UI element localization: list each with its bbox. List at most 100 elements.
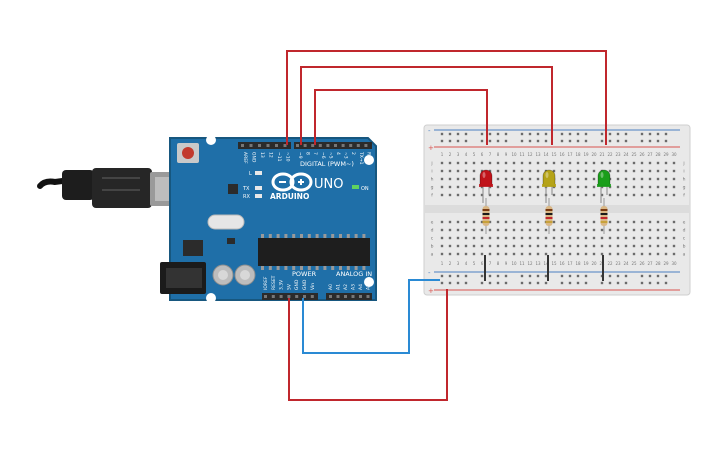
terminal-hole[interactable] [440, 169, 444, 173]
rail-hole[interactable] [616, 139, 620, 143]
terminal-hole[interactable] [616, 244, 620, 248]
terminal-hole[interactable] [616, 177, 620, 181]
rail-hole[interactable] [640, 274, 644, 278]
rail-hole[interactable] [648, 139, 652, 143]
terminal-hole[interactable] [480, 169, 484, 173]
terminal-hole[interactable] [672, 228, 676, 232]
terminal-hole[interactable] [496, 228, 500, 232]
power-pin[interactable] [310, 295, 314, 298]
terminal-hole[interactable] [584, 252, 588, 256]
digital-pin[interactable] [318, 144, 322, 147]
terminal-hole[interactable] [456, 193, 460, 197]
terminal-hole[interactable] [592, 161, 596, 165]
terminal-hole[interactable] [464, 169, 468, 173]
terminal-hole[interactable] [568, 177, 572, 181]
terminal-hole[interactable] [464, 220, 468, 224]
terminal-hole[interactable] [672, 236, 676, 240]
terminal-hole[interactable] [576, 193, 580, 197]
terminal-hole[interactable] [592, 193, 596, 197]
digital-pin[interactable] [266, 144, 270, 147]
terminal-hole[interactable] [480, 193, 484, 197]
terminal-hole[interactable] [512, 193, 516, 197]
terminal-hole[interactable] [440, 220, 444, 224]
terminal-hole[interactable] [584, 228, 588, 232]
terminal-hole[interactable] [640, 244, 644, 248]
terminal-hole[interactable] [576, 244, 580, 248]
rail-hole[interactable] [480, 132, 484, 136]
terminal-hole[interactable] [448, 252, 452, 256]
rail-hole[interactable] [536, 139, 540, 143]
rail-hole[interactable] [448, 281, 452, 285]
terminal-hole[interactable] [512, 244, 516, 248]
power-pin[interactable] [271, 295, 275, 298]
terminal-hole[interactable] [632, 161, 636, 165]
terminal-hole[interactable] [568, 244, 572, 248]
terminal-hole[interactable] [552, 252, 556, 256]
terminal-hole[interactable] [592, 244, 596, 248]
rail-hole[interactable] [600, 281, 604, 285]
rail-hole[interactable] [520, 281, 524, 285]
terminal-hole[interactable] [656, 177, 660, 181]
terminal-hole[interactable] [648, 161, 652, 165]
terminal-hole[interactable] [656, 185, 660, 189]
terminal-hole[interactable] [528, 236, 532, 240]
rail-hole[interactable] [624, 274, 628, 278]
terminal-hole[interactable] [520, 185, 524, 189]
terminal-hole[interactable] [552, 236, 556, 240]
terminal-hole[interactable] [512, 228, 516, 232]
terminal-hole[interactable] [552, 244, 556, 248]
digital-pin[interactable] [311, 144, 315, 147]
terminal-hole[interactable] [520, 169, 524, 173]
terminal-hole[interactable] [440, 193, 444, 197]
digital-pin[interactable] [258, 144, 261, 147]
rail-hole[interactable] [616, 281, 620, 285]
rail-hole[interactable] [464, 132, 468, 136]
terminal-hole[interactable] [640, 169, 644, 173]
terminal-hole[interactable] [632, 228, 636, 232]
rail-hole[interactable] [616, 274, 620, 278]
terminal-hole[interactable] [480, 228, 484, 232]
power-pin[interactable] [287, 295, 291, 298]
rail-hole[interactable] [488, 132, 492, 136]
terminal-hole[interactable] [608, 228, 612, 232]
digital-pin[interactable] [334, 144, 337, 147]
rail-hole[interactable] [656, 132, 660, 136]
rail-hole[interactable] [480, 281, 484, 285]
terminal-hole[interactable] [592, 169, 596, 173]
terminal-hole[interactable] [608, 244, 612, 248]
terminal-hole[interactable] [664, 236, 668, 240]
power-pin[interactable] [279, 295, 283, 298]
terminal-hole[interactable] [552, 220, 556, 224]
rail-hole[interactable] [560, 139, 564, 143]
terminal-hole[interactable] [528, 252, 532, 256]
rail-hole[interactable] [528, 274, 532, 278]
terminal-hole[interactable] [608, 220, 612, 224]
terminal-hole[interactable] [520, 244, 524, 248]
terminal-hole[interactable] [664, 244, 668, 248]
terminal-hole[interactable] [448, 161, 452, 165]
rail-hole[interactable] [568, 274, 572, 278]
rail-hole[interactable] [656, 139, 660, 143]
rail-hole[interactable] [568, 132, 572, 136]
terminal-hole[interactable] [672, 220, 676, 224]
terminal-hole[interactable] [448, 244, 452, 248]
terminal-hole[interactable] [456, 236, 460, 240]
terminal-hole[interactable] [480, 252, 484, 256]
rail-hole[interactable] [656, 274, 660, 278]
rail-hole[interactable] [488, 281, 492, 285]
rail-hole[interactable] [584, 281, 588, 285]
terminal-hole[interactable] [560, 185, 564, 189]
terminal-hole[interactable] [576, 169, 580, 173]
terminal-hole[interactable] [592, 177, 596, 181]
terminal-hole[interactable] [520, 236, 524, 240]
terminal-hole[interactable] [576, 220, 580, 224]
terminal-hole[interactable] [448, 185, 452, 189]
terminal-hole[interactable] [560, 228, 564, 232]
terminal-hole[interactable] [464, 236, 468, 240]
terminal-hole[interactable] [528, 161, 532, 165]
terminal-hole[interactable] [488, 220, 492, 224]
terminal-hole[interactable] [440, 252, 444, 256]
terminal-hole[interactable] [504, 244, 508, 248]
rail-hole[interactable] [456, 274, 460, 278]
terminal-hole[interactable] [536, 177, 540, 181]
